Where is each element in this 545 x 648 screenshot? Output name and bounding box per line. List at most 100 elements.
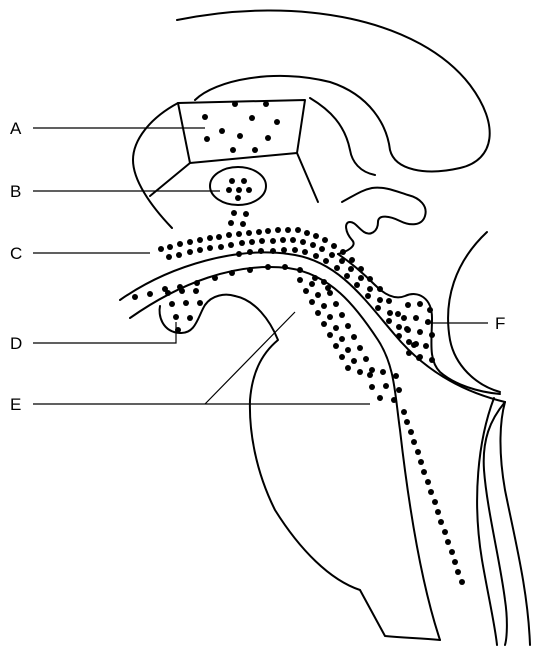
region-e-dot [321,303,327,309]
region-e-dot [321,279,327,285]
region-e-dot [345,365,351,371]
band-c-dot [259,238,265,244]
label-e: E [10,395,21,414]
band-c-dot [396,324,402,330]
tail-dot [432,499,438,505]
region-e-dot [339,336,345,342]
band-c-dot [265,228,271,234]
right-edge-outline-1 [484,402,507,645]
label-a: A [10,119,22,138]
region-b-dot [236,187,242,193]
region-f-dot [401,315,407,321]
region-e-dot [396,387,402,393]
region-a-dot [252,147,258,153]
tail-dot [459,579,465,585]
region-f-dot [405,327,411,333]
lower-band-dot [312,275,318,281]
region-b-dot [241,178,247,184]
band-c-dot [292,247,298,253]
region-a-dot [230,147,236,153]
region-e-dot [393,373,399,379]
band-c-dot [358,266,364,272]
band-c-dot [367,286,373,292]
band-c-dot [236,251,242,257]
band-c-dot [197,247,203,253]
region-b-dot [229,178,235,184]
band-c-dot [270,238,276,244]
band-c-dot [256,229,262,235]
region-f-dot [417,301,423,307]
region-f-dot [417,354,423,360]
band-c-dot [396,333,402,339]
connector-dot [240,221,246,227]
region-e-dot [327,290,333,296]
region-d-dot [197,300,203,306]
region-f-dot [423,343,429,349]
band-c-dot [290,237,296,243]
band-c-dot [365,293,371,299]
band-c-dot [331,243,337,249]
region-e-dot [309,299,315,305]
band-c-dot [207,245,213,251]
band-c-dot [386,298,392,304]
band-c-dot [323,258,329,264]
band-c-dot [236,231,242,237]
tail-dot [401,409,407,415]
region-d-dot [165,290,171,296]
band-c-dot [166,254,172,260]
lower-band-dot [229,270,235,276]
region-e-dot [315,310,321,316]
band-c-dot [246,230,252,236]
band-c-dot [187,239,193,245]
region-e-dot [391,397,397,403]
band-c-dot [344,273,350,279]
band-c-dot [207,235,213,241]
lower-band-dot [194,280,200,286]
region-d-dot [193,288,199,294]
knob-outline [338,188,426,254]
region-d-dot [173,314,179,320]
tail-dot [438,519,444,525]
region-e-dot [321,321,327,327]
leader-e-diagonal [205,312,295,404]
leader-d [33,322,176,343]
region-f-dot [429,357,435,363]
lower-band-dot [282,264,288,270]
region-a-dot [219,128,225,134]
tail-dot [404,419,410,425]
region-a-outline [178,100,305,163]
region-f-dot [427,307,433,313]
region-a-dot [202,114,208,120]
band-c-dot [226,232,232,238]
region-e-dot [345,323,351,329]
region-e-dot [309,281,315,287]
band-c-dot [322,237,328,243]
band-c-dot [313,233,319,239]
tail-dot [455,569,461,575]
region-f-dot [405,302,411,308]
band-c-dot [339,258,345,264]
lower-band-dot [147,291,153,297]
region-a-dot [274,119,280,125]
region-b-dot [226,187,232,193]
band-c-dot [300,239,306,245]
band-c-dot [367,276,373,282]
band-c-dot [386,318,392,324]
tail-dot [421,469,427,475]
band-c-dot [258,248,264,254]
tail-dot [418,459,424,465]
band-c-dot [349,257,355,263]
band-c-dot [304,230,310,236]
band-c-dot [377,286,383,292]
tail-dot [428,489,434,495]
region-e-dot [351,358,357,364]
region-d-dot [175,327,181,333]
region-f-dot [429,332,435,338]
band-c-dot [167,244,173,250]
tail-dot [411,439,417,445]
lower-band-dot [212,275,218,281]
band-c-dot [280,237,286,243]
region-b-dot [246,187,252,193]
region-e-dot [339,312,345,318]
region-a-dot [249,115,255,121]
